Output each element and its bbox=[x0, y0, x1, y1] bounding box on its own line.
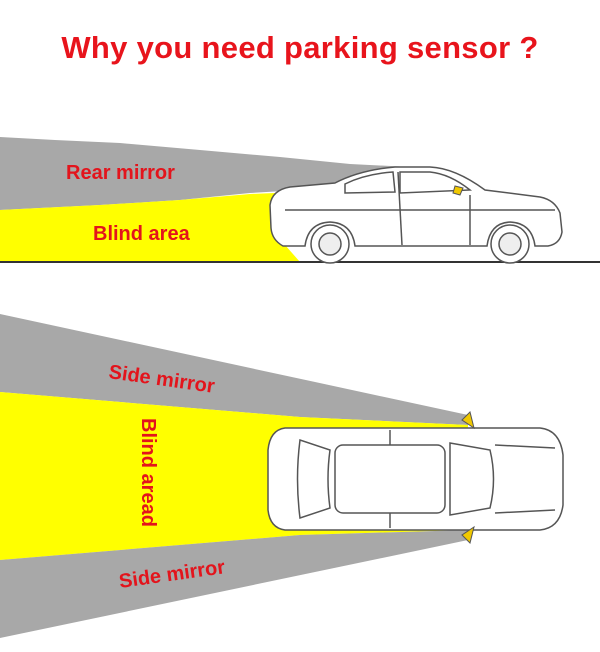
rear-mirror-zone bbox=[0, 137, 440, 210]
page-title: Why you need parking sensor ? bbox=[61, 30, 539, 65]
side-view: Rear mirror Blind area bbox=[0, 137, 600, 264]
rear-mirror-label: Rear mirror bbox=[66, 162, 175, 184]
top-view: Side mirror Blind aread Side mirror bbox=[0, 314, 564, 638]
side-blind-area-label: Blind area bbox=[93, 223, 191, 245]
top-blind-area-label: Blind aread bbox=[137, 418, 159, 527]
car-top-view bbox=[267, 427, 564, 531]
side-mirror-zone-top bbox=[0, 314, 468, 425]
car-side-view bbox=[269, 166, 563, 264]
side-view-mirror-marker bbox=[452, 185, 464, 196]
top-mirror-marker-right bbox=[461, 525, 475, 544]
blind-area-zone bbox=[0, 193, 300, 262]
side-mirror-zone-bottom bbox=[0, 530, 468, 638]
top-mirror-marker-left bbox=[461, 411, 475, 430]
